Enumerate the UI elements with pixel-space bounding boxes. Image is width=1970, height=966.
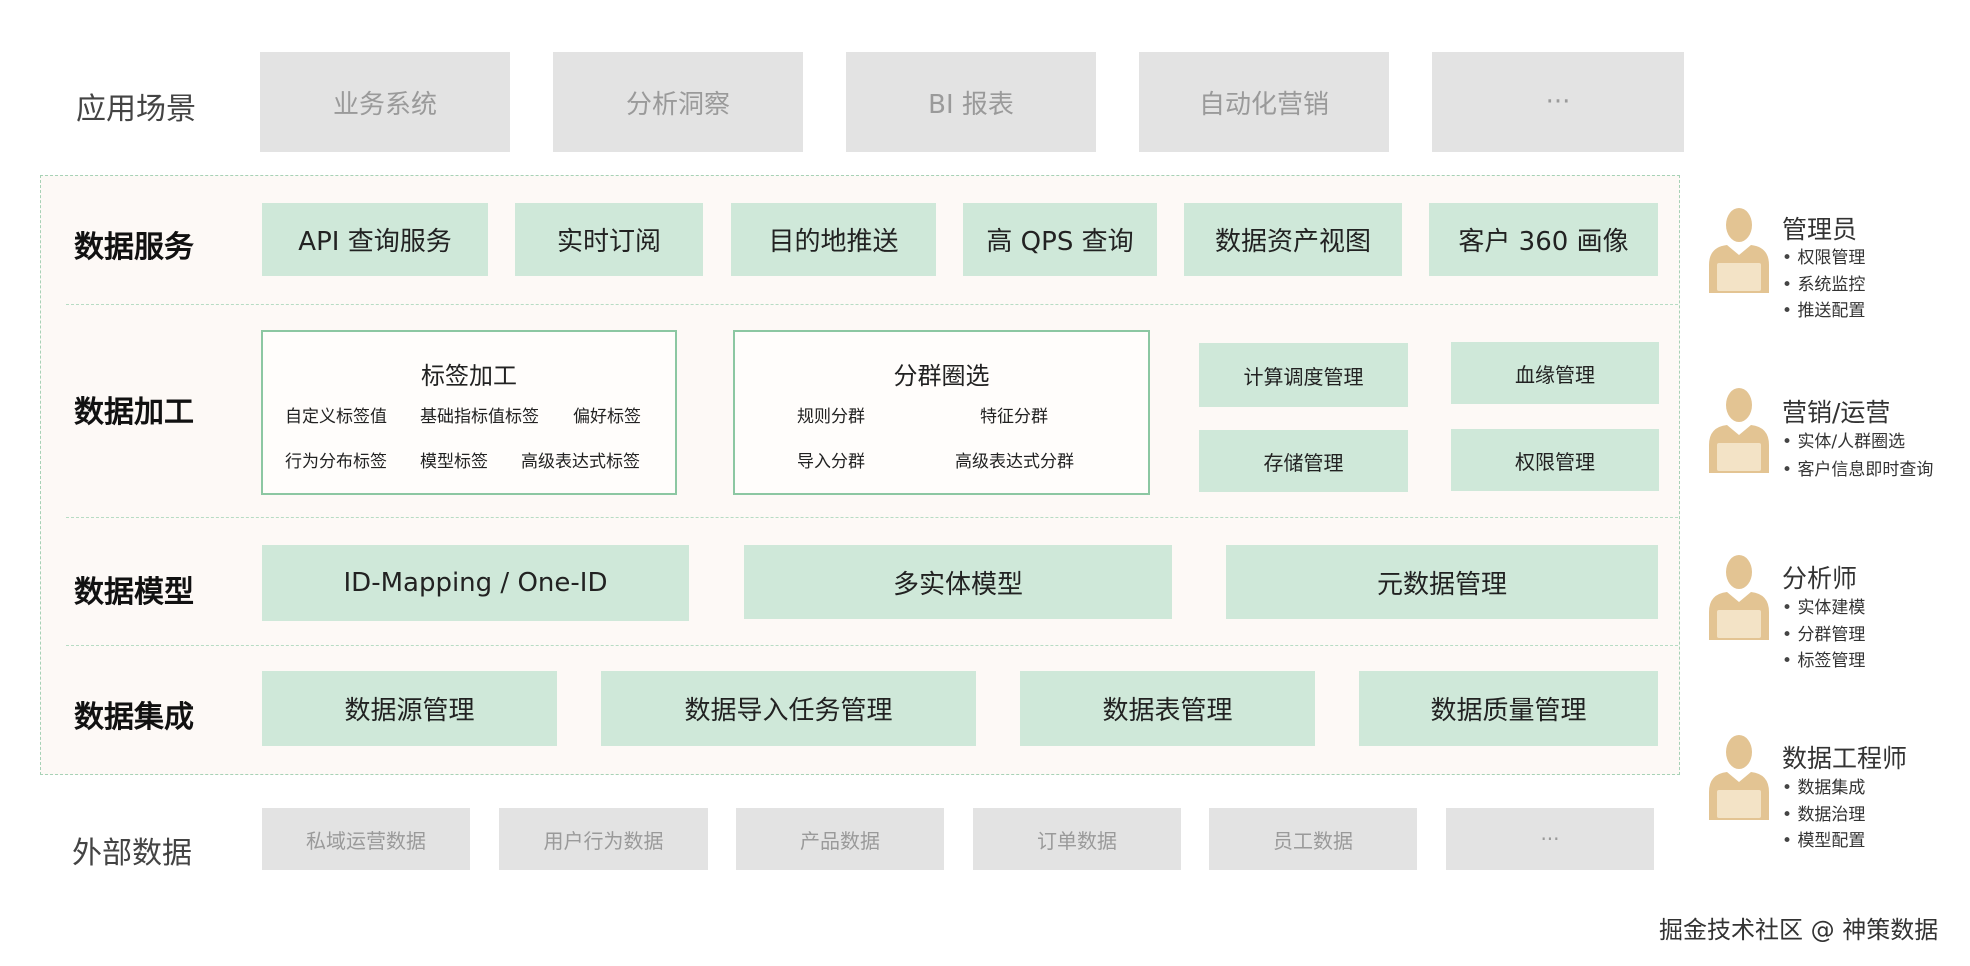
external-employee: 员工数据 [1209, 808, 1417, 870]
segment-title: 分群圈选 [893, 362, 990, 390]
role-item: 实体/人群圈选 [1782, 427, 1905, 452]
service-api-query: API 查询服务 [262, 203, 488, 276]
service-customer-360: 客户 360 画像 [1429, 203, 1658, 276]
role-item: 数据治理 [1782, 800, 1865, 825]
segment-advanced: 高级表达式分群 [955, 452, 1074, 472]
role-item: 标签管理 [1782, 646, 1865, 671]
segment-import: 导入分群 [797, 452, 865, 472]
app-box-bi: BI 报表 [846, 52, 1096, 152]
model-id-mapping: ID-Mapping / One-ID [262, 545, 689, 621]
model-metadata: 元数据管理 [1226, 545, 1658, 619]
user-icon [1709, 388, 1769, 473]
tag-model: 模型标签 [420, 452, 488, 472]
user-icon [1709, 735, 1769, 820]
role-item: 模型配置 [1782, 826, 1865, 851]
model-multi-entity: 多实体模型 [744, 545, 1172, 619]
process-compute-scheduling: 计算调度管理 [1199, 343, 1408, 407]
external-private-ops: 私域运营数据 [262, 808, 470, 870]
footer-credit: 掘金技术社区 @ 神策数据 [1659, 916, 1939, 944]
process-storage: 存储管理 [1199, 430, 1408, 492]
role-item: 推送配置 [1782, 296, 1865, 321]
row-label-model: 数据模型 [74, 575, 194, 610]
divider-service-process [66, 304, 1678, 305]
tag-behavior-distribution: 行为分布标签 [285, 452, 387, 472]
user-icon [1709, 208, 1769, 293]
row-label-external: 外部数据 [72, 836, 192, 871]
external-more: ··· [1446, 808, 1654, 870]
row-label-service: 数据服务 [74, 230, 194, 265]
role-name: 数据工程师 [1782, 744, 1908, 773]
role-item: 实体建模 [1782, 593, 1865, 618]
integration-import-task: 数据导入任务管理 [601, 671, 976, 746]
tag-processing-title: 标签加工 [421, 362, 517, 390]
role-name: 营销/运营 [1782, 398, 1891, 427]
app-box-business: 业务系统 [260, 52, 510, 152]
service-asset-view: 数据资产视图 [1184, 203, 1402, 276]
service-realtime-subscribe: 实时订阅 [515, 203, 703, 276]
role-name: 分析师 [1782, 564, 1858, 593]
role-item: 权限管理 [1782, 243, 1865, 268]
role-item: 系统监控 [1782, 270, 1865, 295]
segment-panel: 分群圈选 规则分群 特征分群 导入分群 高级表达式分群 [733, 330, 1150, 495]
service-destination-push: 目的地推送 [731, 203, 936, 276]
external-product: 产品数据 [736, 808, 944, 870]
tag-custom-value: 自定义标签值 [285, 407, 387, 427]
process-permission: 权限管理 [1451, 429, 1659, 491]
segment-feature: 特征分群 [980, 407, 1048, 427]
integration-source: 数据源管理 [262, 671, 557, 746]
app-box-analysis: 分析洞察 [553, 52, 803, 152]
role-item: 数据集成 [1782, 773, 1865, 798]
tag-advanced-expression: 高级表达式标签 [521, 452, 640, 472]
role-name: 管理员 [1782, 215, 1858, 244]
divider-process-model [66, 517, 1678, 518]
tag-processing-panel: 标签加工 自定义标签值 基础指标值标签 偏好标签 行为分布标签 模型标签 高级表… [261, 330, 677, 495]
external-order: 订单数据 [973, 808, 1181, 870]
role-item: 客户信息即时查询 [1782, 455, 1933, 480]
row-label-process: 数据加工 [74, 395, 194, 430]
app-box-more: ··· [1432, 52, 1684, 152]
row-label-app: 应用场景 [76, 92, 196, 127]
role-item: 分群管理 [1782, 620, 1865, 645]
divider-model-integration [66, 645, 1678, 646]
tag-preference: 偏好标签 [573, 407, 641, 427]
integration-quality: 数据质量管理 [1359, 671, 1658, 746]
row-label-integration: 数据集成 [74, 700, 194, 735]
segment-rule: 规则分群 [797, 407, 865, 427]
app-box-marketing: 自动化营销 [1139, 52, 1389, 152]
service-high-qps: 高 QPS 查询 [963, 203, 1157, 276]
integration-table: 数据表管理 [1020, 671, 1315, 746]
tag-basic-metric: 基础指标值标签 [420, 407, 539, 427]
process-lineage: 血缘管理 [1451, 342, 1659, 404]
user-icon [1709, 555, 1769, 640]
external-user-behavior: 用户行为数据 [499, 808, 708, 870]
